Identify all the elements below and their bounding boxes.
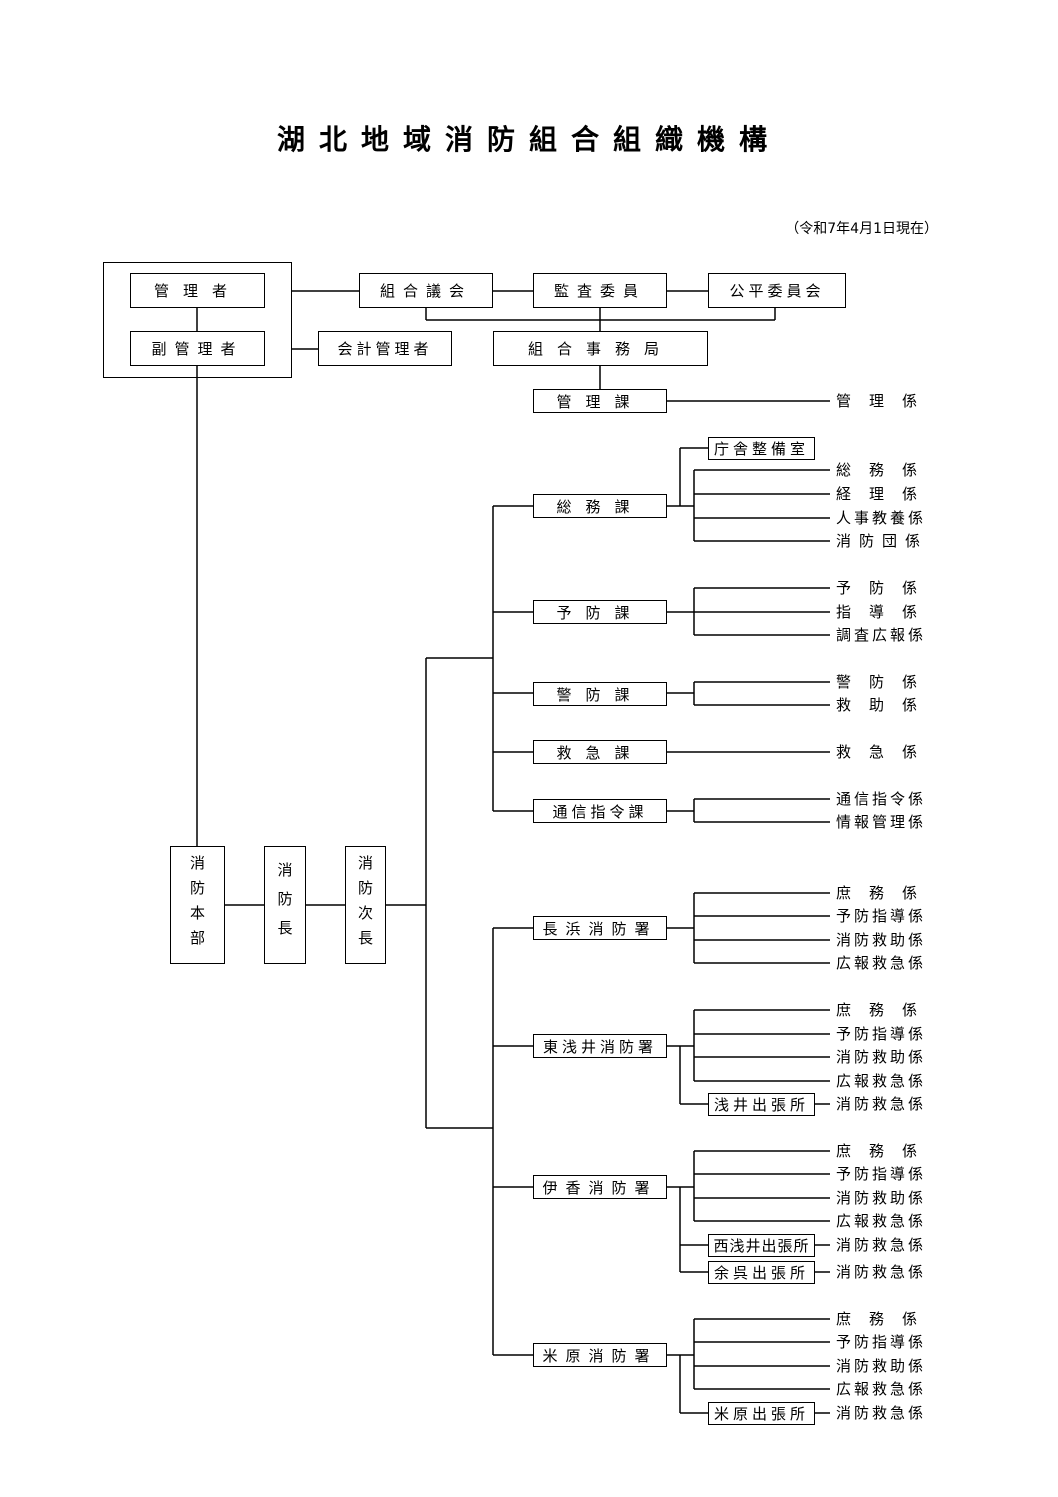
tsushin-shirei-ka-box: 通信指令課 — [533, 799, 667, 823]
kohei-iinkai-box: 公平委員会 — [708, 273, 846, 308]
as-of-date: （令和7年4月1日現在） — [785, 221, 938, 237]
keibo-item: 警防係 — [836, 673, 936, 691]
yogo-branch-box: 余呉出張所 — [708, 1261, 815, 1284]
kumiai-gikai-box: 組合議会 — [359, 273, 493, 308]
higashiazai-item: 予防指導係 — [836, 1025, 927, 1043]
higashiazai-station-box: 東浅井消防署 — [533, 1034, 667, 1058]
somu-item: 人事教養係 — [836, 509, 927, 527]
maibara-station-box: 米原消防署 — [533, 1343, 667, 1367]
shobo-honbu-box: 消防本部 — [170, 846, 225, 964]
azai-branch-item: 消防救急係 — [836, 1095, 927, 1113]
somu-item: 経理係 — [836, 485, 936, 503]
maibara-branch-box: 米原出張所 — [708, 1402, 815, 1425]
nagahama-item: 予防指導係 — [836, 907, 927, 925]
nishiazai-branch-item: 消防救急係 — [836, 1236, 927, 1254]
executive-group-frame — [103, 262, 292, 378]
tsushin-item: 情報管理係 — [836, 813, 927, 831]
maibara-item: 庶務係 — [836, 1310, 936, 1328]
maibara-item: 消防救助係 — [836, 1357, 927, 1375]
maibara-item: 予防指導係 — [836, 1333, 927, 1351]
yobo-ka-box: 予防課 — [533, 600, 667, 624]
tsushin-item: 通信指令係 — [836, 790, 927, 808]
ika-item: 予防指導係 — [836, 1165, 927, 1183]
yobo-item: 予防係 — [836, 579, 936, 597]
somu-ka-box: 総務課 — [533, 494, 667, 518]
ika-item: 広報救急係 — [836, 1212, 927, 1230]
maibara-item: 広報救急係 — [836, 1380, 927, 1398]
kyukyu-item: 救急係 — [836, 743, 936, 761]
somu-item: 総務係 — [836, 461, 936, 479]
nagahama-item: 消防救助係 — [836, 931, 927, 949]
chosha-seibi-box: 庁舎整備室 — [708, 437, 815, 460]
maibara-branch-item: 消防救急係 — [836, 1404, 927, 1422]
higashiazai-item: 庶務係 — [836, 1001, 936, 1019]
ika-station-box: 伊香消防署 — [533, 1175, 667, 1199]
shobo-jicho-box: 消防次長 — [345, 846, 386, 964]
kanrisha-box: 管理者 — [130, 273, 265, 308]
keibo-item: 救助係 — [836, 696, 936, 714]
higashiazai-item: 広報救急係 — [836, 1072, 927, 1090]
somu-item: 消防団係 — [836, 532, 929, 550]
kanri-ka-box: 管理課 — [533, 389, 667, 413]
yobo-item: 指導係 — [836, 603, 936, 621]
kansa-iin-box: 監査委員 — [533, 273, 667, 308]
higashiazai-item: 消防救助係 — [836, 1048, 927, 1066]
kaikei-kanrisha-box: 会計管理者 — [318, 331, 452, 366]
azai-branch-box: 浅井出張所 — [708, 1093, 815, 1116]
ika-item: 消防救助係 — [836, 1189, 927, 1207]
shobocho-box: 消防長 — [264, 846, 306, 964]
nishiazai-branch-box: 西浅井出張所 — [708, 1234, 815, 1257]
page-title: 湖北地域消防組合組織機構 — [276, 123, 781, 156]
kyukyu-ka-box: 救急課 — [533, 740, 667, 764]
nagahama-station-box: 長浜消防署 — [533, 916, 667, 940]
keibo-ka-box: 警防課 — [533, 682, 667, 706]
fuku-kanrisha-box: 副管理者 — [130, 331, 265, 366]
kanri-kakari-label: 管理係 — [836, 392, 936, 410]
nagahama-item: 庶務係 — [836, 884, 936, 902]
yobo-item: 調査広報係 — [836, 626, 927, 644]
ika-item: 庶務係 — [836, 1142, 936, 1160]
nagahama-item: 広報救急係 — [836, 954, 927, 972]
yogo-branch-item: 消防救急係 — [836, 1263, 927, 1281]
jimukyoku-box: 組合事務局 — [493, 331, 708, 366]
